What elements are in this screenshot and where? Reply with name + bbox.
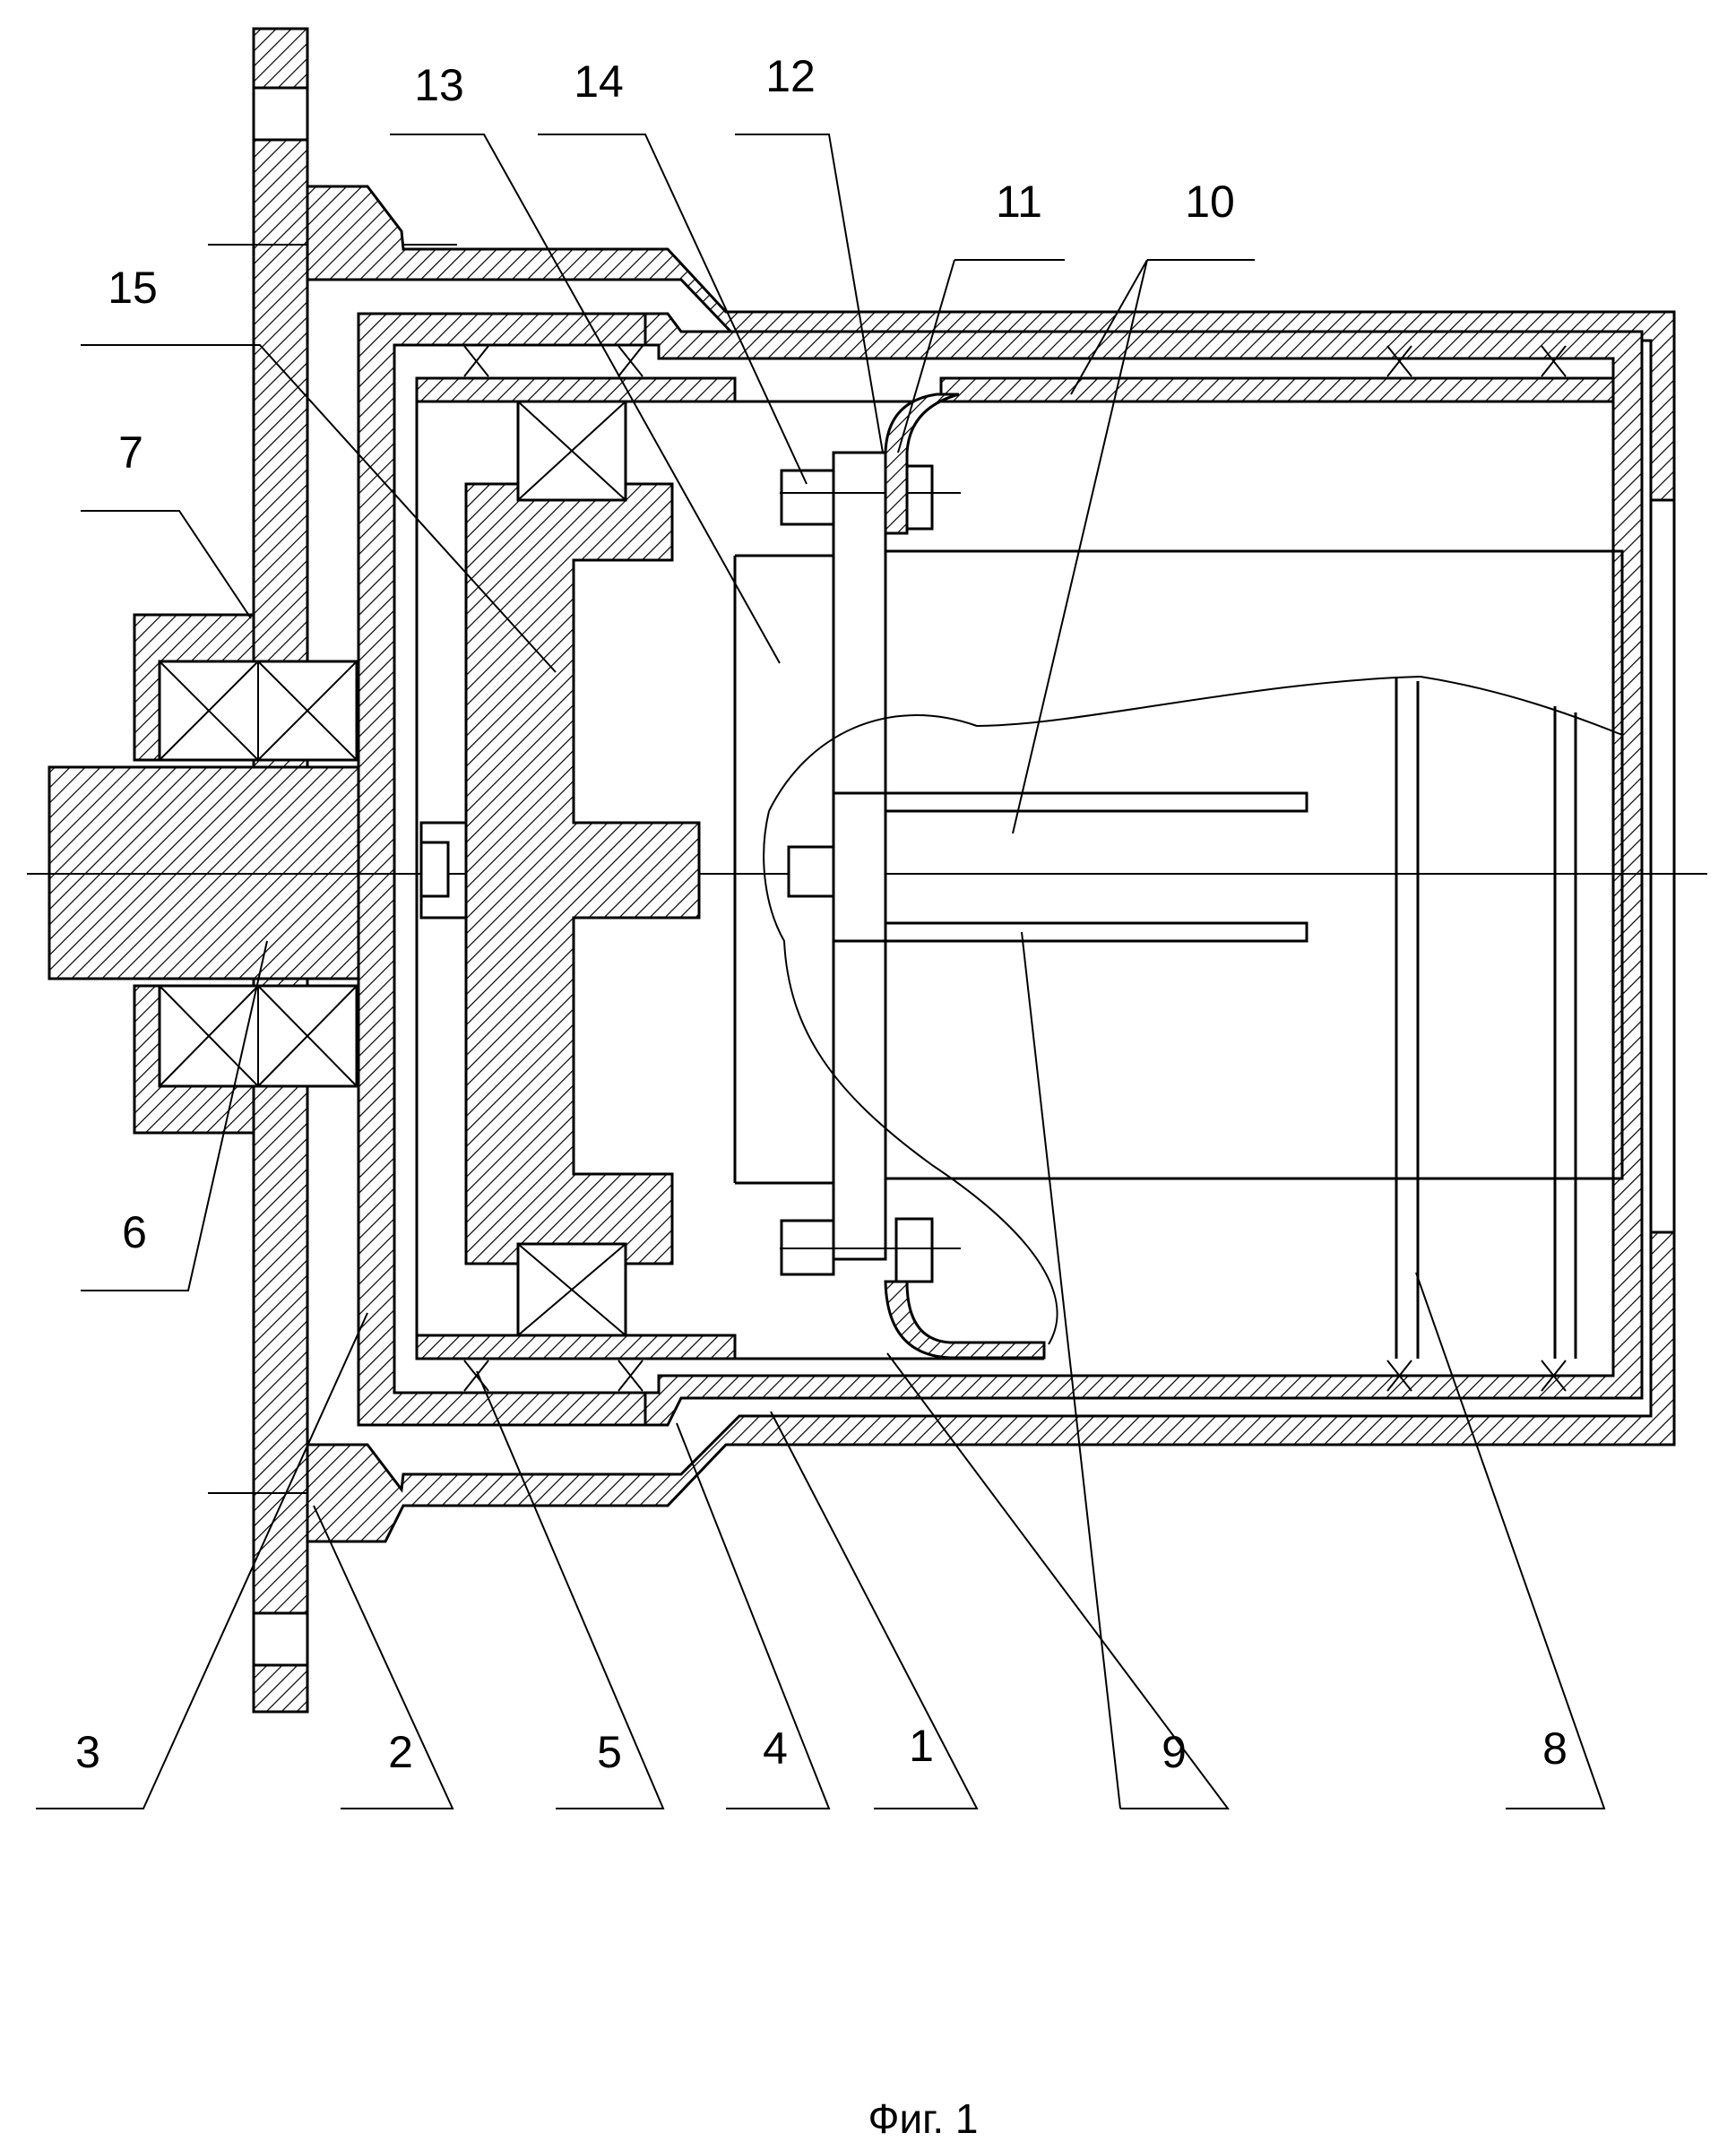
label-1: 1 [909,1721,934,1771]
label-14: 14 [574,56,624,107]
label-10: 10 [1185,177,1235,227]
label-11: 11 [996,177,1042,227]
figure-caption: Фиг. 1 [868,2095,979,2142]
label-4: 4 [763,1723,788,1774]
label-5: 5 [597,1727,622,1777]
label-15: 15 [108,263,158,313]
label-3: 3 [75,1727,100,1777]
label-7: 7 [118,427,143,478]
rotor-disc-15 [466,402,699,1335]
label-8: 8 [1542,1723,1568,1774]
label-12: 12 [765,51,816,101]
label-9: 9 [1162,1727,1187,1777]
label-6: 6 [122,1207,147,1257]
bracket-11 [885,394,1044,1358]
label-13: 13 [414,60,464,110]
label-2: 2 [388,1727,413,1777]
